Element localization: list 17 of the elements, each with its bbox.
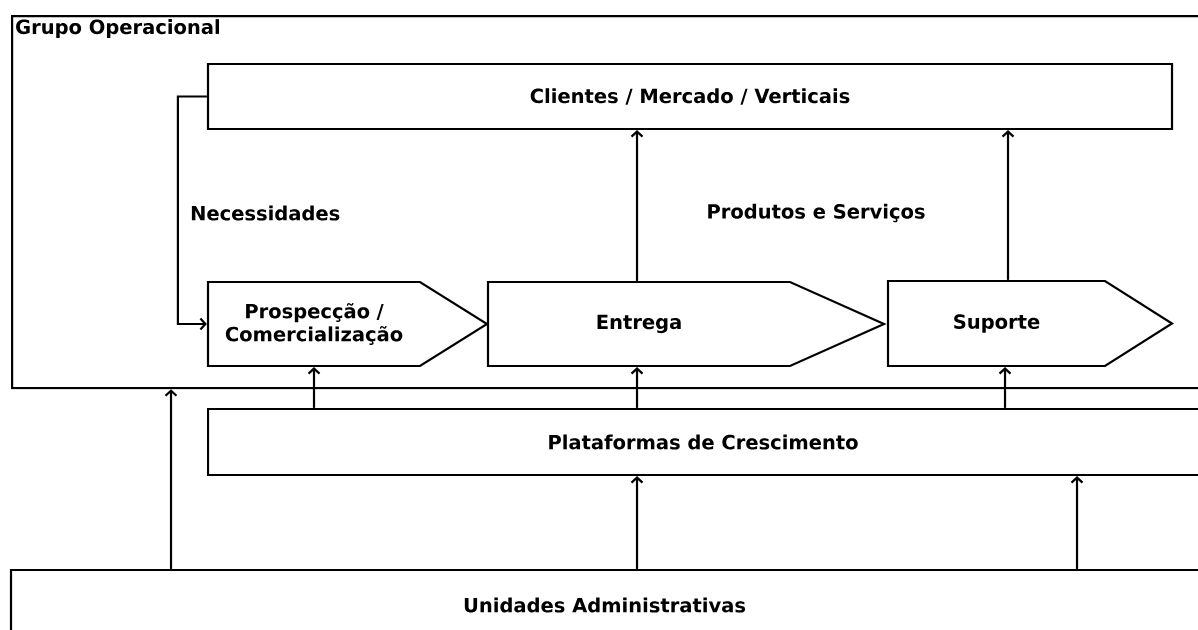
- process-box: Unidades Administrativas: [9, 568, 1198, 630]
- arrow: [1070, 476, 1084, 569]
- arrow: [630, 367, 644, 408]
- flow-label: Produtos e Serviços: [708, 203, 925, 223]
- arrow: [630, 130, 644, 281]
- arrow: [630, 476, 644, 569]
- arrow: [176, 95, 207, 331]
- arrow: [307, 367, 321, 408]
- process-box: Clientes / Mercado / Verticais: [206, 62, 1174, 131]
- process-step: Prospecção / Comercialização: [206, 280, 490, 368]
- process-box: Plataformas de Crescimento: [206, 407, 1198, 477]
- process-step: Entrega: [486, 280, 887, 368]
- process-step: Suporte: [886, 279, 1175, 368]
- edge-label: Necessidades: [189, 204, 342, 222]
- arrow: [998, 367, 1012, 408]
- arrow: [164, 389, 178, 569]
- arrow: [1001, 130, 1015, 280]
